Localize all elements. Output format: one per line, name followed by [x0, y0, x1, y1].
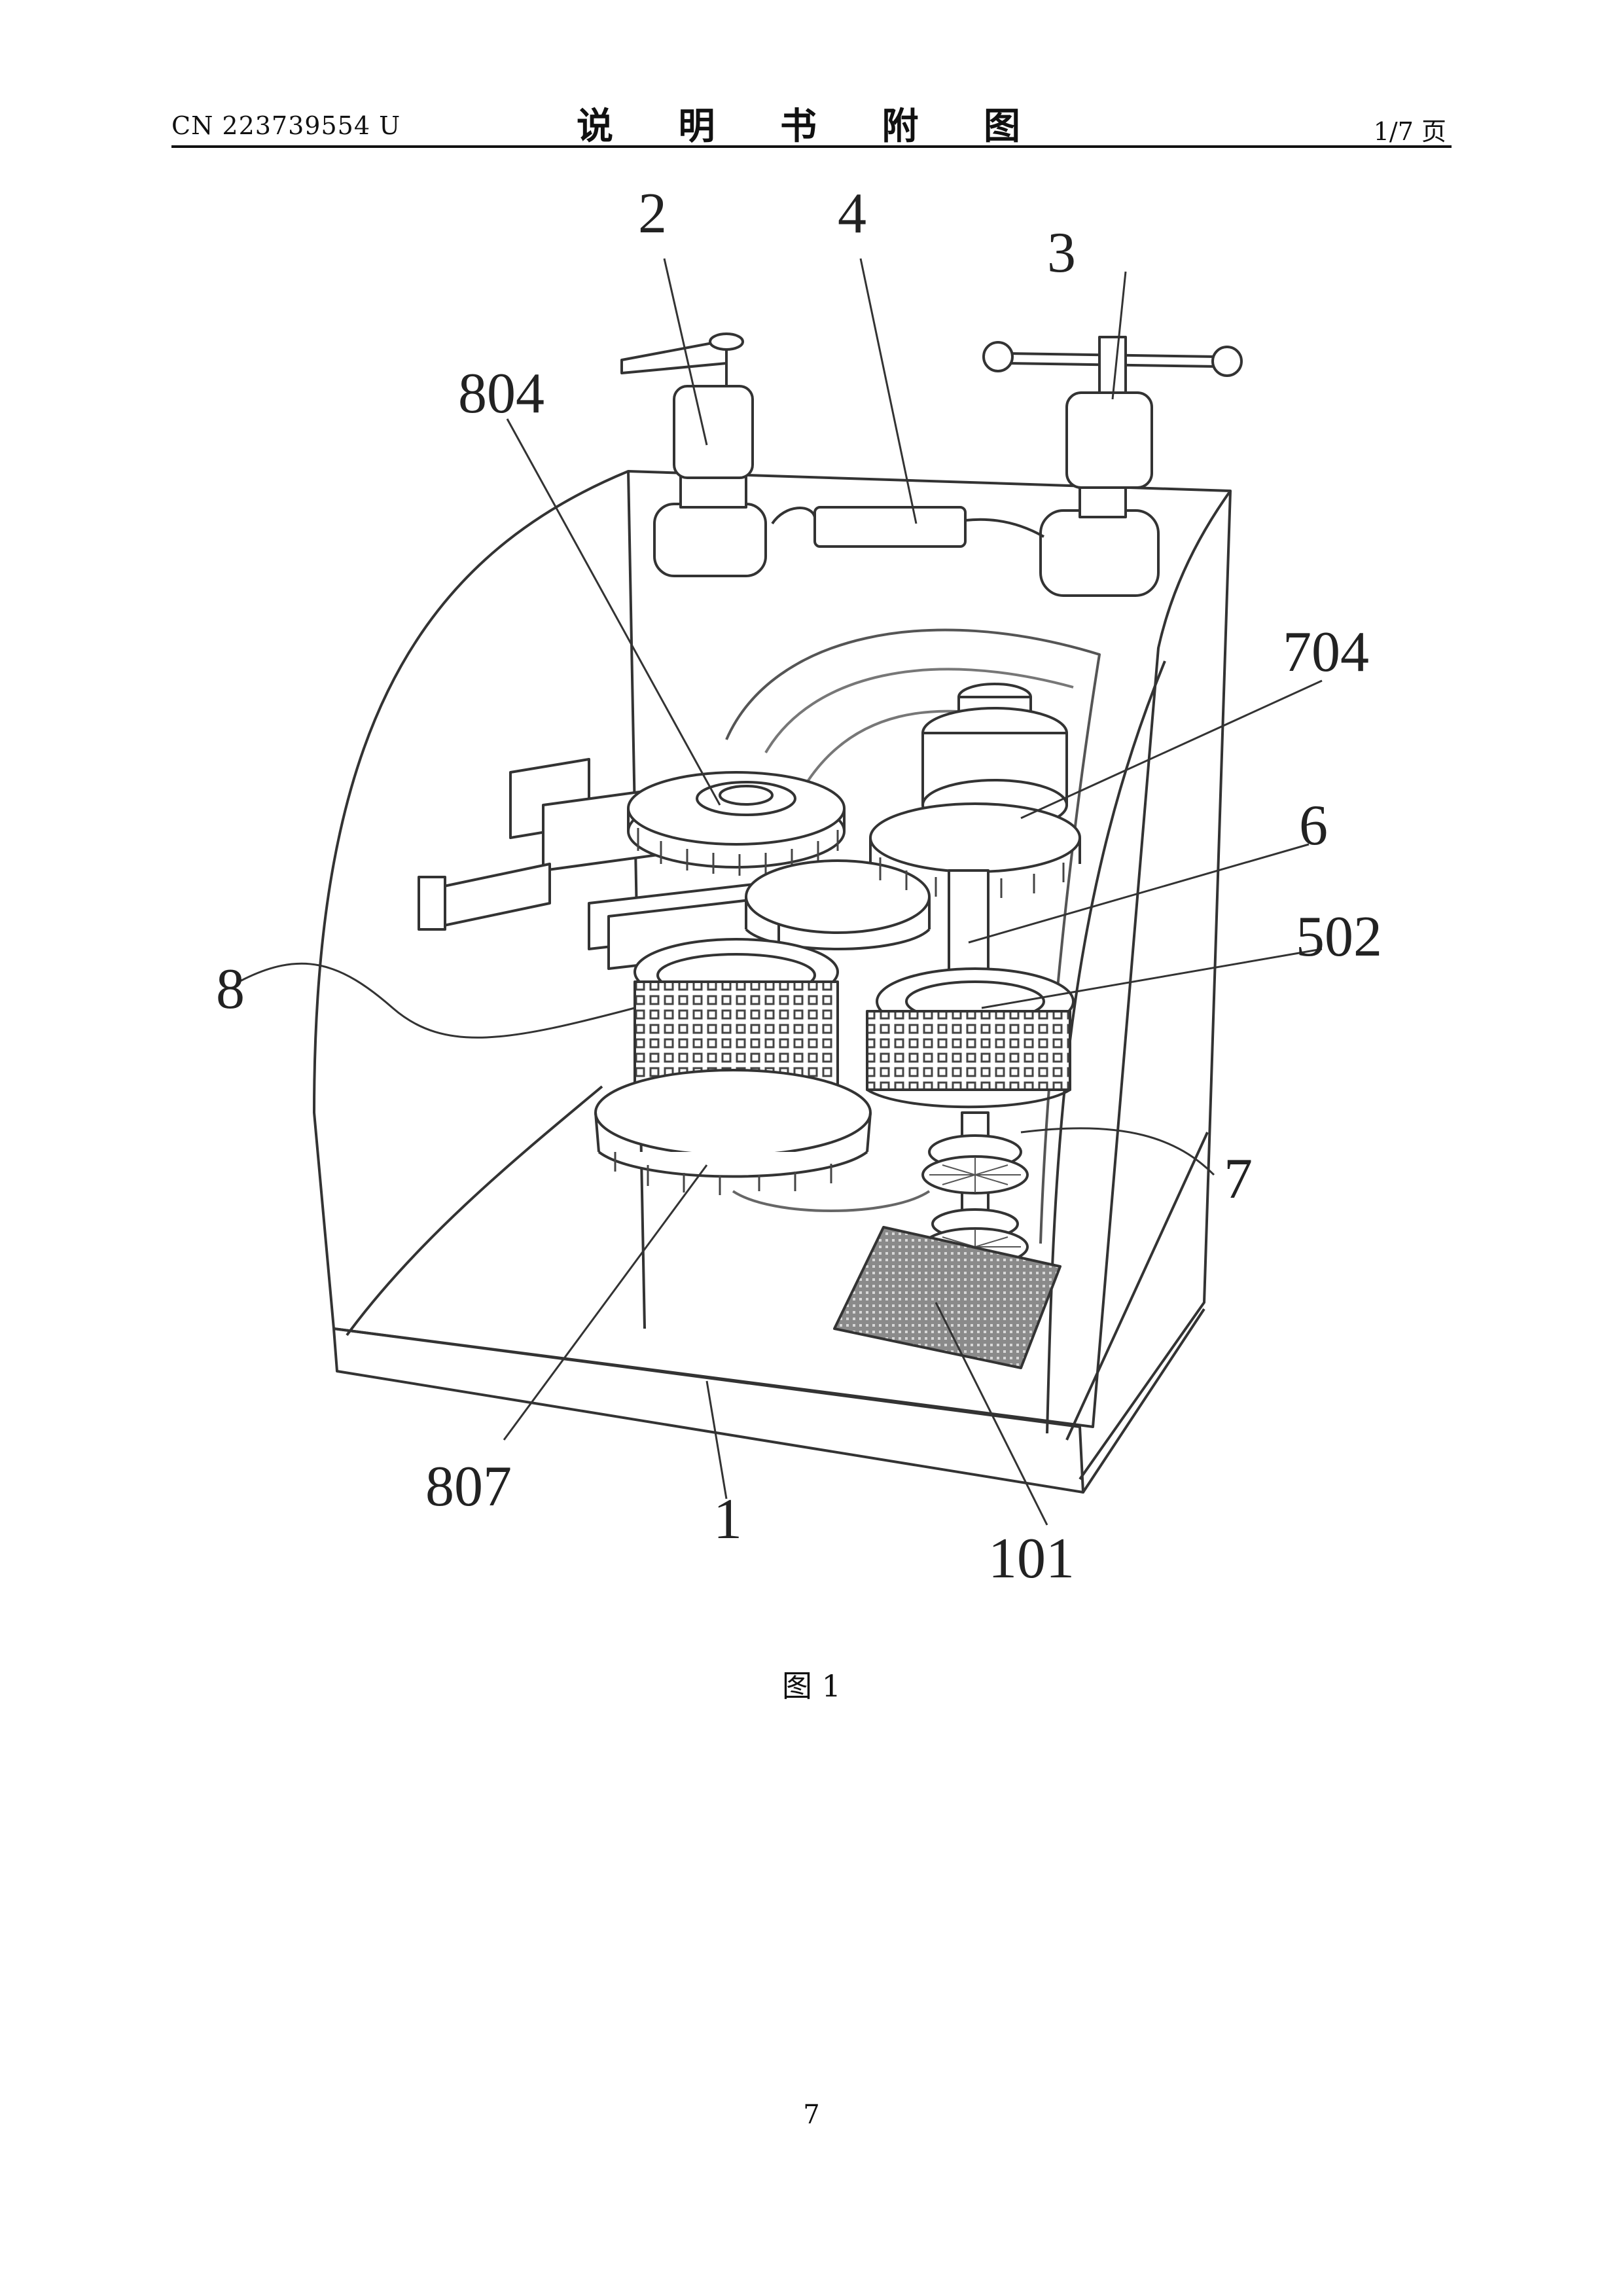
label-7: 7 [1224, 1147, 1253, 1211]
label-3: 3 [1047, 221, 1076, 285]
label-1: 1 [713, 1488, 742, 1551]
page-number: 7 [0, 2100, 1623, 2130]
label-2: 2 [638, 182, 667, 245]
top-motor-2 [622, 334, 766, 576]
label-101: 101 [988, 1527, 1075, 1590]
gear-804 [628, 772, 844, 876]
label-8: 8 [216, 958, 245, 1021]
label-804: 804 [458, 362, 544, 425]
basket-502 [867, 969, 1073, 1107]
middle-disc [746, 861, 929, 933]
label-807: 807 [425, 1455, 512, 1518]
label-704: 704 [1283, 620, 1369, 684]
label-502: 502 [1296, 905, 1382, 969]
figure-caption: 图 1 [0, 1662, 1623, 1706]
top-sensor-3 [984, 337, 1241, 596]
label-6: 6 [1299, 794, 1328, 857]
gear-807 [596, 1070, 929, 1211]
control-box-4 [815, 507, 965, 547]
label-4: 4 [838, 182, 866, 245]
